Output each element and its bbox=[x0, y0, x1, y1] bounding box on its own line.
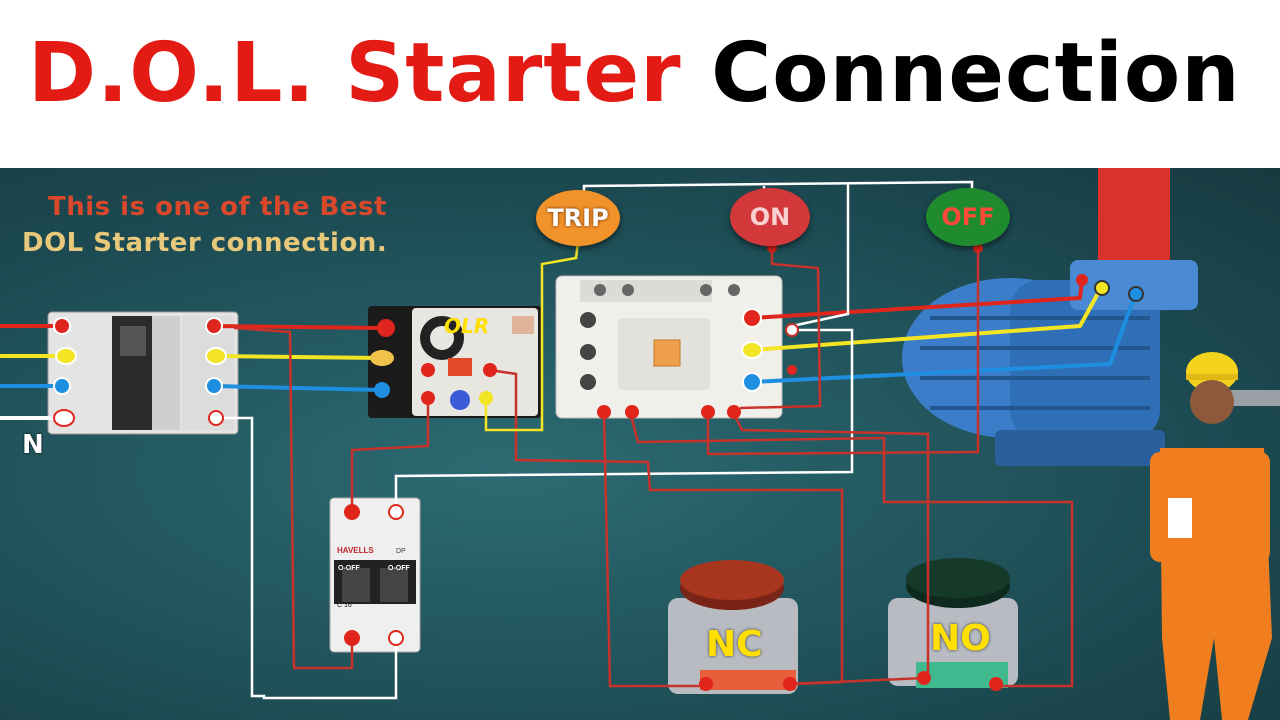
mcb-switch-text-left: O-OFF bbox=[338, 565, 360, 572]
on-indicator-lamp: ON bbox=[730, 188, 810, 246]
main-mcb bbox=[47, 311, 239, 435]
title-part1: D.O.L. Starter bbox=[28, 26, 682, 121]
control-wires bbox=[216, 180, 1074, 700]
terminals bbox=[53, 237, 1144, 691]
no-push-button bbox=[888, 558, 1018, 688]
tagline-line1: This is one of the Best bbox=[48, 192, 387, 222]
motor bbox=[902, 260, 1280, 466]
nc-push-button bbox=[668, 560, 798, 694]
mcb-brand: HAVELLS bbox=[337, 546, 374, 555]
olr-label: OLR bbox=[444, 314, 490, 338]
mcb-switch-text-right: O-OFF bbox=[388, 565, 410, 572]
mcb-type: DP bbox=[396, 548, 406, 555]
off-indicator-lamp: OFF bbox=[926, 188, 1010, 246]
title-part2: Connection bbox=[711, 26, 1241, 121]
engineer-figure bbox=[1150, 352, 1272, 720]
nc-label: NC bbox=[706, 624, 763, 665]
phase-wires bbox=[0, 279, 1138, 420]
contactor bbox=[555, 275, 783, 419]
trip-label: TRIP bbox=[547, 204, 609, 232]
off-label: OFF bbox=[941, 203, 995, 231]
diagram-canvas bbox=[0, 168, 1280, 720]
on-label: ON bbox=[749, 203, 791, 231]
no-label: NO bbox=[930, 618, 991, 659]
neutral-label: N bbox=[22, 430, 44, 460]
tagline-line2: DOL Starter connection. bbox=[22, 228, 388, 258]
title-banner: D.O.L. Starter Connection bbox=[0, 0, 1280, 168]
page-title: D.O.L. Starter Connection bbox=[28, 26, 1241, 121]
trip-indicator-lamp: TRIP bbox=[536, 190, 620, 246]
control-mcb bbox=[329, 497, 421, 653]
overload-relay bbox=[368, 306, 542, 418]
mcb-rating: C 16 bbox=[337, 602, 352, 609]
wiring-diagram: This is one of the Best DOL Starter conn… bbox=[0, 168, 1280, 720]
